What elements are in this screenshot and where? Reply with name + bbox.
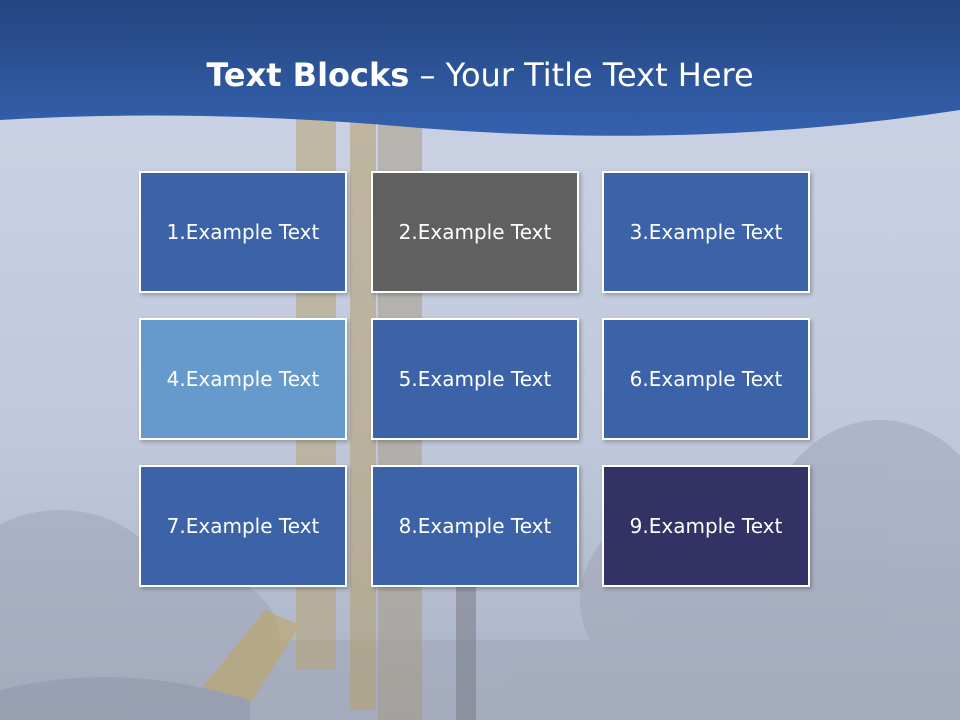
text-block-5[interactable]: 5.Example Text — [371, 318, 579, 440]
text-block-4[interactable]: 4.Example Text — [139, 318, 347, 440]
text-block-2[interactable]: 2.Example Text — [371, 171, 579, 293]
title-dash: – — [409, 56, 446, 94]
text-block-8[interactable]: 8.Example Text — [371, 465, 579, 587]
text-block-label: 5.Example Text — [398, 367, 552, 391]
text-block-3[interactable]: 3.Example Text — [602, 171, 810, 293]
text-block-6[interactable]: 6.Example Text — [602, 318, 810, 440]
text-block-9[interactable]: 9.Example Text — [602, 465, 810, 587]
text-block-label: 9.Example Text — [629, 514, 783, 538]
slide-title: Text Blocks – Your Title Text Here — [0, 50, 960, 100]
text-block-label: 2.Example Text — [398, 220, 552, 244]
title-rest: Your Title Text Here — [445, 56, 754, 94]
text-block-label: 6.Example Text — [629, 367, 783, 391]
text-block-label: 1.Example Text — [166, 220, 320, 244]
text-block-label: 4.Example Text — [166, 367, 320, 391]
text-block-label: 8.Example Text — [398, 514, 552, 538]
text-block-label: 3.Example Text — [629, 220, 783, 244]
text-block-1[interactable]: 1.Example Text — [139, 171, 347, 293]
text-block-7[interactable]: 7.Example Text — [139, 465, 347, 587]
text-block-label: 7.Example Text — [166, 514, 320, 538]
title-bold: Text Blocks — [206, 56, 410, 94]
